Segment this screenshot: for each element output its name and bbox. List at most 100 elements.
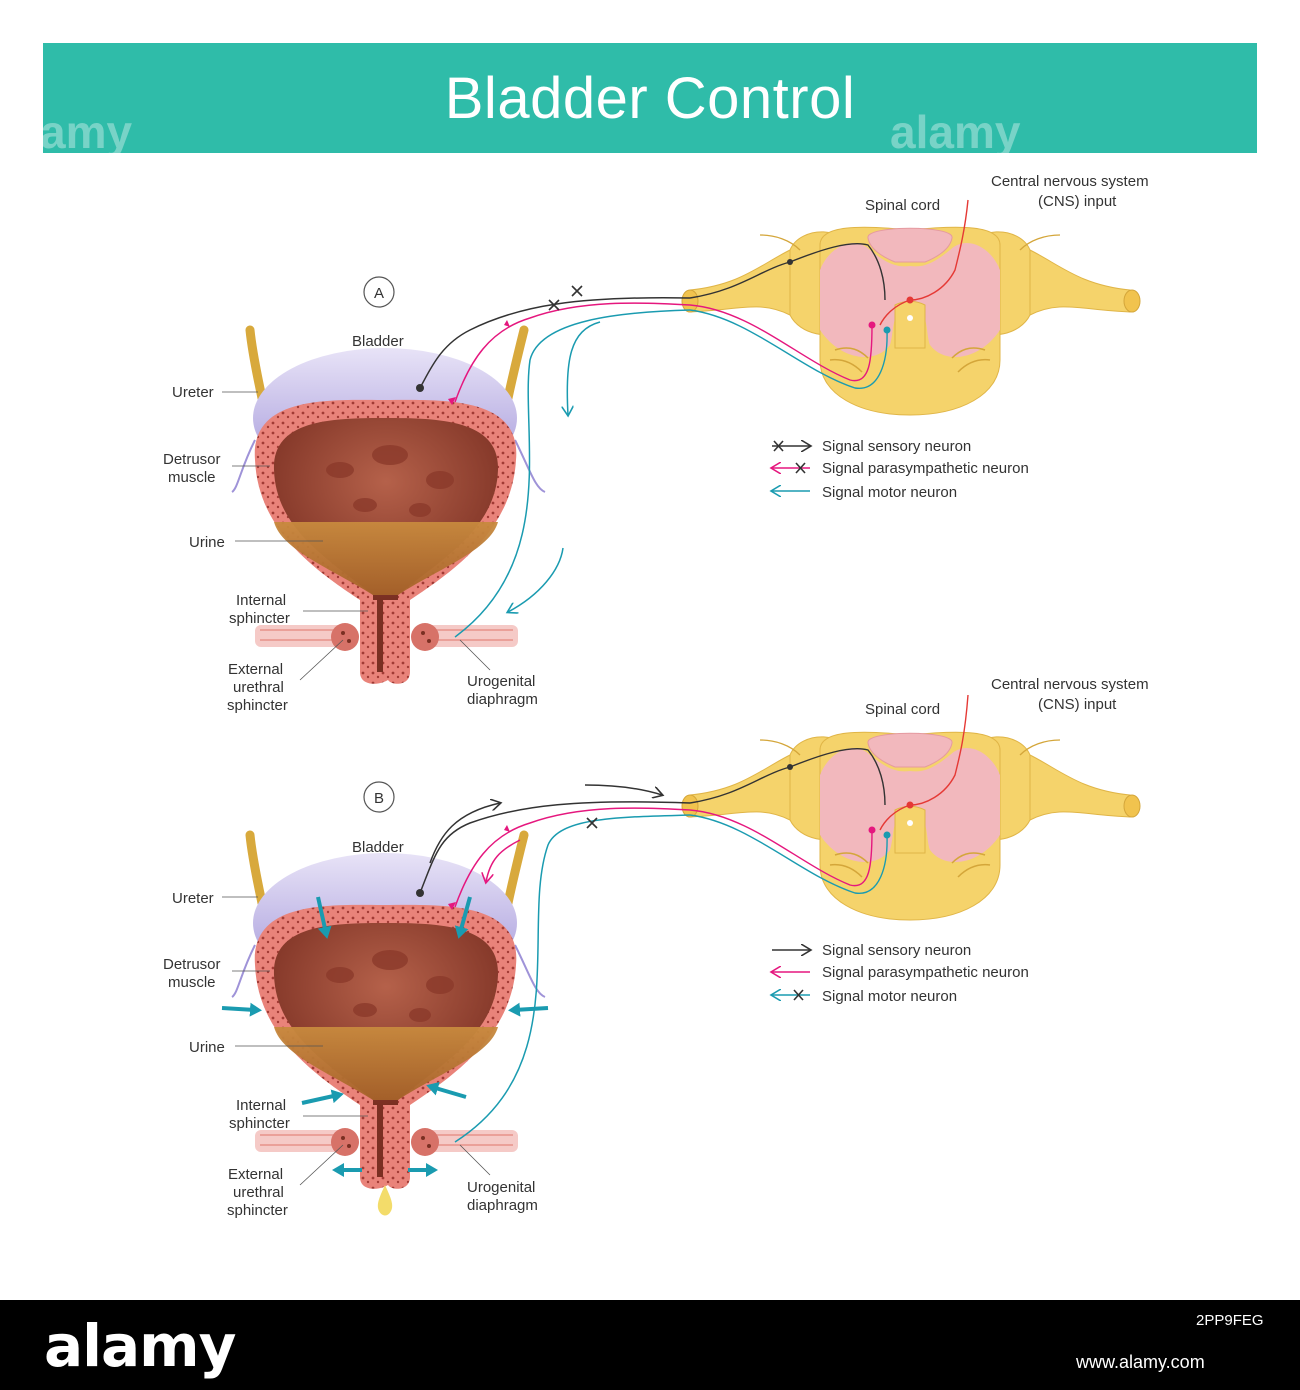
- label-bladder: Bladder: [352, 333, 404, 350]
- footer-url[interactable]: www.alamy.com: [1076, 1352, 1205, 1372]
- legend-label: Signal sensory neuron: [822, 438, 971, 455]
- sensory-receptor: [416, 889, 424, 897]
- legend-label: Signal motor neuron: [822, 988, 957, 1005]
- motor-cord-pathway: [689, 309, 888, 389]
- leader-line: [299, 639, 344, 681]
- label-urogenital-diaphragm: diaphragm: [467, 691, 538, 708]
- motor-neuron-path: [454, 309, 691, 638]
- urine-drop: [377, 1185, 393, 1216]
- label-cns-input: Central nervous system: [991, 173, 1149, 190]
- title-banner: Bladder Control: [43, 43, 1257, 153]
- parasympathetic-signal-arrow: [486, 839, 521, 882]
- label-external-sphincter: sphincter: [227, 697, 288, 714]
- leader-line: [299, 1144, 344, 1186]
- sensory-ganglion: [787, 259, 793, 265]
- image-id: 2PP9FEG: [1196, 1312, 1264, 1329]
- panel-id: B: [374, 790, 384, 807]
- blocked-signal-icon: [795, 462, 806, 474]
- label-urine: Urine: [189, 534, 225, 551]
- sensory-ganglion: [787, 764, 793, 770]
- label-detrusor: muscle: [168, 469, 216, 486]
- label-urogenital-diaphragm: diaphragm: [467, 1197, 538, 1214]
- sensory-signal-arrow: [584, 784, 662, 795]
- label-internal-sphincter: sphincter: [229, 1115, 290, 1132]
- watermark: amy: [40, 106, 132, 158]
- motor-cord-pathway: [689, 814, 888, 894]
- blocked-signal-icon: [571, 285, 583, 297]
- sensory-cord-pathway: [689, 242, 886, 301]
- label-cns-input: (CNS) input: [1038, 193, 1117, 210]
- label-detrusor: muscle: [168, 974, 216, 991]
- spinal-cord-illustration: [681, 731, 1141, 921]
- legend: Signal sensory neuron Signal parasympath…: [772, 438, 1029, 501]
- parasympathetic-terminal: [448, 397, 456, 405]
- panel-b: B Bladder Ureter Detrusor muscle Urine I…: [163, 676, 1149, 1219]
- watermark: alamy: [890, 106, 1021, 158]
- spinal-cord-illustration: [681, 226, 1141, 416]
- legend-label: Signal sensory neuron: [822, 942, 971, 959]
- label-spinal-cord: Spinal cord: [865, 197, 940, 214]
- panel-a: A Bladder Ureter Detrusor muscle Urine I…: [163, 173, 1149, 714]
- label-bladder: Bladder: [352, 839, 404, 856]
- label-internal-sphincter: sphincter: [229, 610, 290, 627]
- cns-input-pathway: [879, 199, 969, 326]
- bladder-illustration: [232, 835, 545, 1189]
- blocked-signal-icon: [793, 989, 804, 1001]
- panel-id: A: [374, 285, 384, 302]
- blocked-signal-icon: [773, 440, 784, 452]
- motor-synapse: [883, 831, 891, 839]
- parasympathetic-synapse: [868, 826, 876, 834]
- parasympathetic-ganglion: [504, 825, 510, 832]
- motor-synapse: [883, 326, 891, 334]
- label-urogenital-diaphragm: Urogenital: [467, 1179, 535, 1196]
- parasympathetic-terminal: [448, 902, 456, 910]
- label-urogenital-diaphragm: Urogenital: [467, 673, 535, 690]
- contraction-arrow: [221, 1002, 262, 1017]
- label-cns-input: (CNS) input: [1038, 696, 1117, 713]
- panel-marker: [363, 781, 395, 813]
- label-detrusor: Detrusor: [163, 451, 221, 468]
- label-external-sphincter: External: [228, 661, 283, 678]
- label-detrusor: Detrusor: [163, 956, 221, 973]
- alamy-logo: alamy: [44, 1312, 236, 1380]
- bladder-control-diagram: amy alamy A Bladder Ureter Detrusor musc…: [40, 106, 1149, 1219]
- label-ureter: Ureter: [172, 384, 214, 401]
- sensory-receptor: [416, 384, 424, 392]
- parasympathetic-cord-pathway: [689, 809, 873, 887]
- legend: Signal sensory neuron Signal parasympath…: [772, 942, 1029, 1005]
- legend-label: Signal parasympathetic neuron: [822, 460, 1029, 477]
- legend-label: Signal parasympathetic neuron: [822, 964, 1029, 981]
- contraction-arrow: [426, 1081, 467, 1099]
- parasympathetic-ganglion: [504, 320, 510, 327]
- label-external-sphincter: External: [228, 1166, 283, 1183]
- page-title: Bladder Control: [444, 66, 856, 131]
- motor-signal-arrow: [508, 547, 564, 612]
- blocked-signal-icon: [586, 817, 598, 829]
- label-cns-input: Central nervous system: [991, 676, 1149, 693]
- contraction-arrow: [454, 896, 472, 939]
- panel-marker: [363, 276, 395, 308]
- blocked-signal-icon: [548, 299, 560, 311]
- contraction-arrow: [301, 1089, 344, 1105]
- label-spinal-cord: Spinal cord: [865, 701, 940, 718]
- sensory-cord-pathway: [689, 747, 886, 806]
- sensory-neuron-path: [419, 297, 691, 389]
- sensory-neuron-path: [419, 801, 691, 894]
- contraction-arrow: [316, 896, 332, 939]
- leader-line: [459, 1144, 491, 1176]
- label-internal-sphincter: Internal: [236, 592, 286, 609]
- label-external-sphincter: urethral: [233, 1184, 284, 1201]
- leader-line: [459, 639, 491, 671]
- parasympathetic-neuron-path: [454, 302, 691, 403]
- cns-input-pathway: [879, 694, 969, 831]
- motor-neuron-path: [454, 814, 691, 1143]
- label-internal-sphincter: Internal: [236, 1097, 286, 1114]
- cns-synapse: [906, 296, 914, 304]
- bladder-illustration: [232, 330, 545, 684]
- legend-label: Signal motor neuron: [822, 484, 957, 501]
- parasympathetic-synapse: [868, 321, 876, 329]
- footer-bar: alamy 2PP9FEG www.alamy.com: [0, 1300, 1300, 1390]
- cns-synapse: [906, 801, 914, 809]
- label-external-sphincter: sphincter: [227, 1202, 288, 1219]
- motor-signal-arrow: [567, 321, 601, 415]
